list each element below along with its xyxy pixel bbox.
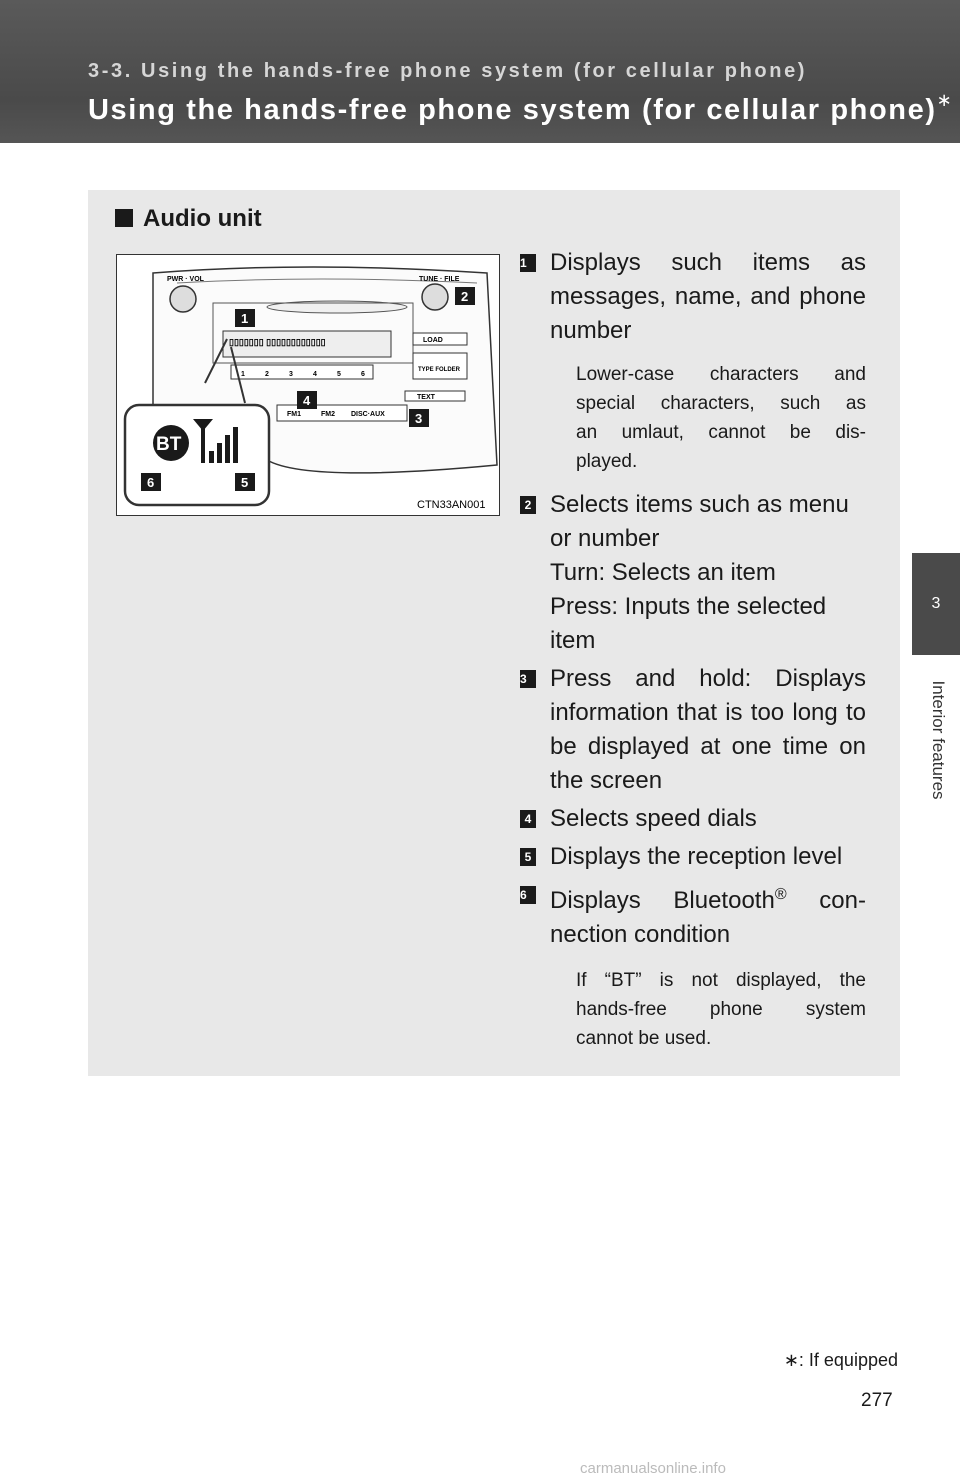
disc-aux-button-label: DISC·AUX (351, 411, 385, 418)
power-volume-knob (169, 285, 197, 313)
bt-indicator-icon (153, 425, 189, 461)
item-1-note: Lower-case characters and special charac… (576, 364, 866, 472)
image-code: CTN33AN001 (417, 499, 485, 511)
knob-left-label: PWR · VOL (167, 276, 205, 283)
callout-6: 6 (141, 473, 161, 491)
item-number: 3 (520, 670, 536, 688)
text-button-label: TEXT (417, 394, 436, 401)
list-item-3: 3 Press and hold: Displays information t… (520, 665, 866, 794)
watermark: carmanualsonline.info (580, 1460, 726, 1477)
section-label: 3-3. Using the hands-free phone system (… (88, 60, 808, 82)
item-number: 4 (520, 810, 536, 828)
audio-unit-diagram: PWR · VOL TUNE · FILE ▯▯▯▯▯▯▯ ▯▯▯▯▯▯▯▯▯▯… (116, 254, 500, 516)
square-bullet-icon (115, 209, 133, 227)
svg-text:6: 6 (147, 475, 154, 490)
svg-text:4: 4 (303, 393, 311, 408)
fm1-button-label: FM1 (287, 411, 301, 418)
registered-mark: ® (774, 886, 787, 903)
page-title: Using the hands-free phone system (for c… (88, 90, 954, 126)
svg-text:2: 2 (461, 289, 468, 304)
callout-1: 1 (235, 309, 255, 327)
callout-2: 2 (455, 287, 475, 305)
svg-text:1: 1 (241, 311, 248, 326)
audio-unit-illustration: PWR · VOL TUNE · FILE ▯▯▯▯▯▯▯ ▯▯▯▯▯▯▯▯▯▯… (123, 266, 498, 511)
signal-strength-icon (193, 419, 238, 463)
page-number: 277 (861, 1390, 893, 1411)
svg-text:5: 5 (241, 475, 248, 490)
preset-5-label: 5 (337, 371, 341, 378)
preset-3-label: 3 (289, 371, 293, 378)
tune-file-knob (421, 283, 449, 311)
load-button-label: LOAD (423, 337, 443, 344)
subheading: Audio unit (115, 205, 262, 233)
item-list: 1 Displays such items as messages, name,… (520, 246, 866, 1053)
chapter-label: Interior features (929, 680, 948, 800)
preset-4-label: 4 (313, 371, 317, 378)
list-item-6: 6 Displays Bluetooth® con-nection condit… (520, 886, 866, 948)
bt-text: BT (156, 434, 182, 455)
preset-6-label: 6 (361, 371, 365, 378)
list-item-4: 4 Selects speed dials (520, 802, 866, 836)
preset-1-label: 1 (241, 371, 245, 378)
callout-5: 5 (235, 473, 255, 491)
preset-buttons: 1 2 3 4 5 6 (230, 364, 374, 380)
list-item-1: 1 Displays such items as messages, name,… (520, 249, 866, 344)
footnote: ∗: If equipped (783, 1350, 898, 1370)
item-number: 2 (520, 496, 536, 514)
list-item-5: 5 Displays the reception level (520, 840, 866, 874)
item-number: 5 (520, 848, 536, 866)
item-number: 1 (520, 254, 536, 272)
knob-right-label: TUNE · FILE (419, 276, 460, 283)
svg-text:3: 3 (415, 411, 422, 426)
page-header: 3-3. Using the hands-free phone system (… (0, 0, 960, 143)
list-item-2: 2 Selects items such as menu or number T… (520, 488, 866, 658)
item-number: 6 (520, 886, 536, 904)
if-equipped-mark: ∗ (936, 90, 954, 110)
svg-text:▯▯▯▯▯▯▯ ▯▯▯▯▯▯▯▯▯▯▯▯: ▯▯▯▯▯▯▯ ▯▯▯▯▯▯▯▯▯▯▯▯ (229, 337, 326, 347)
chapter-tab[interactable]: 3 (912, 553, 960, 655)
type-folder-button-label: TYPE FOLDER (418, 367, 461, 373)
fm2-button-label: FM2 (321, 411, 335, 418)
callout-3: 3 (409, 409, 429, 427)
item-6-note: If “BT” is not displayed, the hands-free… (576, 970, 866, 1049)
preset-2-label: 2 (265, 371, 269, 378)
callout-4: 4 (297, 391, 317, 409)
